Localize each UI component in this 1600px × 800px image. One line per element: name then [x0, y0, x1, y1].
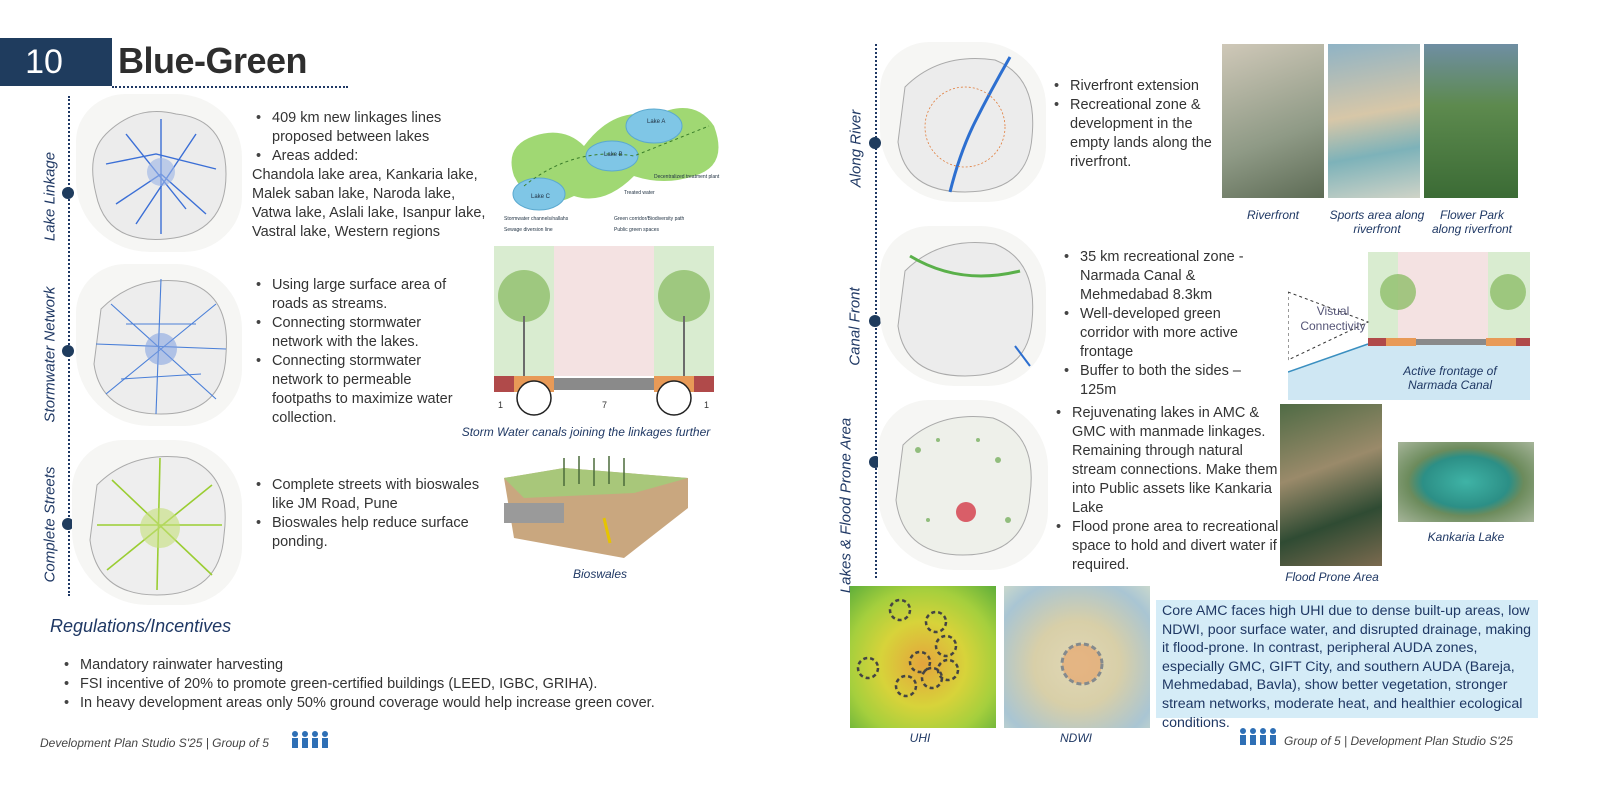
storm-caption: Storm Water canals joining the linkages … — [461, 425, 711, 439]
streets-bullet-2: Bioswales help reduce surface ponding. — [252, 514, 482, 552]
group-people-icon-right — [1238, 727, 1278, 745]
regulations-list: Mandatory rainwater harvesting FSI incen… — [60, 656, 760, 713]
flower-park-photo — [1424, 44, 1518, 198]
canal-bullet-2: Well-developed green corridor with more … — [1060, 305, 1260, 362]
stormwater-map — [76, 264, 242, 426]
regulation-item-3: In heavy development areas only 50% grou… — [60, 694, 760, 713]
stormwater-bullets: Using large surface area of roads as str… — [252, 276, 472, 428]
regulation-item-2: FSI incentive of 20% to promote green-ce… — [60, 675, 760, 694]
right-timeline — [875, 44, 877, 578]
canal-section-diagram: Visual Connectivity — [1287, 252, 1530, 400]
timeline-dot-stormwater — [62, 345, 74, 357]
lakes-bullet-1: Rejuvenating lakes in AMC & GMC with man… — [1052, 404, 1284, 518]
label-stormwater: Stormwater Network — [41, 286, 59, 423]
complete-streets-bullets: Complete streets with bioswales like JM … — [252, 476, 482, 552]
storm-bullet-1: Using large surface area of roads as str… — [252, 276, 472, 314]
lakes-bullet-2: Flood prone area to recreational space t… — [1052, 518, 1284, 575]
uhi-description: Core AMC faces high UHI due to dense bui… — [1156, 600, 1538, 731]
kankaria-lake-photo — [1398, 442, 1534, 522]
lake-bullet-2: Areas added: — [252, 147, 492, 166]
visual-connectivity-label: Visual Connectivity — [1300, 304, 1366, 333]
along-river-bullets: Riverfront extension Recreational zone &… — [1050, 77, 1220, 172]
sports-caption: Sports area along riverfront — [1329, 208, 1425, 236]
timeline-dot-river — [869, 137, 881, 149]
kankaria-caption: Kankaria Lake — [1427, 530, 1505, 544]
svg-text:Decentralized treatment plant: Decentralized treatment plant — [654, 174, 720, 180]
svg-text:7: 7 — [602, 400, 607, 410]
page-title: Blue-Green — [118, 40, 308, 81]
lake-bullet-1: 409 km new linkages lines proposed betwe… — [252, 109, 492, 147]
page-number: 10 — [0, 38, 112, 86]
timeline-dot-canal — [869, 315, 881, 327]
complete-streets-map — [72, 440, 242, 605]
svg-text:1: 1 — [498, 400, 503, 410]
svg-text:Lake C: Lake C — [531, 194, 551, 200]
storm-bullet-2: Connecting stormwater network with the l… — [252, 314, 472, 352]
footer-right: Group of 5 | Development Plan Studio S'2… — [1284, 734, 1513, 748]
canal-front-bullets: 35 km recreational zone - Narmada Canal … — [1060, 248, 1260, 400]
group-people-icon-left — [290, 730, 330, 748]
sports-area-photo — [1328, 44, 1420, 198]
svg-text:Lake B: Lake B — [604, 152, 623, 158]
svg-text:Sewage diversion line: Sewage diversion line — [504, 227, 553, 233]
uhi-map — [850, 586, 996, 728]
lake-linkage-diagram: Lake A Lake B Lake C Decentralized treat… — [494, 86, 730, 238]
timeline-dot-lake — [62, 187, 74, 199]
bioswale-diagram — [504, 448, 688, 566]
svg-text:Treated water: Treated water — [624, 190, 655, 196]
flood-prone-caption: Flood Prone Area — [1285, 570, 1379, 584]
svg-text:1: 1 — [704, 400, 709, 410]
svg-text:Green corridor/Biodiversity pa: Green corridor/Biodiversity path — [614, 216, 685, 222]
label-lakes-flood: Lakes & Flood Prone Area — [837, 417, 855, 594]
lakes-flood-bullets: Rejuvenating lakes in AMC & GMC with man… — [1052, 404, 1284, 575]
canal-front-map — [880, 226, 1046, 386]
timeline-dot-streets — [62, 518, 74, 530]
lake-linkage-map — [76, 94, 242, 252]
title-underline — [112, 86, 348, 88]
river-bullet-2: Recreational zone & development in the e… — [1050, 96, 1220, 172]
svg-text:Public green spaces: Public green spaces — [614, 227, 660, 233]
riverfront-caption: Riverfront — [1246, 208, 1299, 222]
regulations-heading: Regulations/Incentives — [50, 616, 232, 636]
bioswale-caption: Bioswales — [572, 567, 628, 581]
riverfront-photo — [1222, 44, 1324, 198]
footer-left: Development Plan Studio S'25 | Group of … — [40, 736, 269, 750]
label-complete-streets: Complete Streets — [41, 466, 59, 583]
storm-street-section: 1 7 1 — [494, 246, 714, 416]
ndwi-map — [1004, 586, 1150, 728]
svg-text:Lake A: Lake A — [647, 119, 665, 125]
storm-bullet-3: Connecting stormwater network to permeab… — [252, 352, 472, 428]
ndwi-caption: NDWI — [1060, 731, 1092, 745]
along-river-map — [880, 42, 1046, 202]
regulation-item-1: Mandatory rainwater harvesting — [60, 656, 760, 675]
label-canal-front: Canal Front — [846, 287, 864, 366]
lake-areas-text: Chandola lake area, Kankaria lake, Malek… — [252, 167, 486, 240]
flood-prone-photo — [1280, 404, 1382, 566]
label-along-river: Along River — [847, 109, 865, 188]
svg-text:Stormwater channels/nallahs: Stormwater channels/nallahs — [504, 216, 569, 222]
river-bullet-1: Riverfront extension — [1050, 77, 1220, 96]
canal-bullet-1: 35 km recreational zone - Narmada Canal … — [1060, 248, 1260, 305]
uhi-caption: UHI — [909, 731, 931, 745]
canal-bullet-3: Buffer to both the sides – 125m — [1060, 362, 1260, 400]
lake-linkage-bullets: 409 km new linkages lines proposed betwe… — [252, 109, 492, 166]
flower-park-caption: Flower Park along riverfront — [1431, 208, 1513, 236]
canal-caption: Active frontage of Narmada Canal — [1403, 364, 1497, 392]
streets-bullet-1: Complete streets with bioswales like JM … — [252, 476, 482, 514]
lakes-flood-map — [878, 400, 1048, 570]
label-lake-linkage: Lake Linkage — [41, 151, 59, 242]
